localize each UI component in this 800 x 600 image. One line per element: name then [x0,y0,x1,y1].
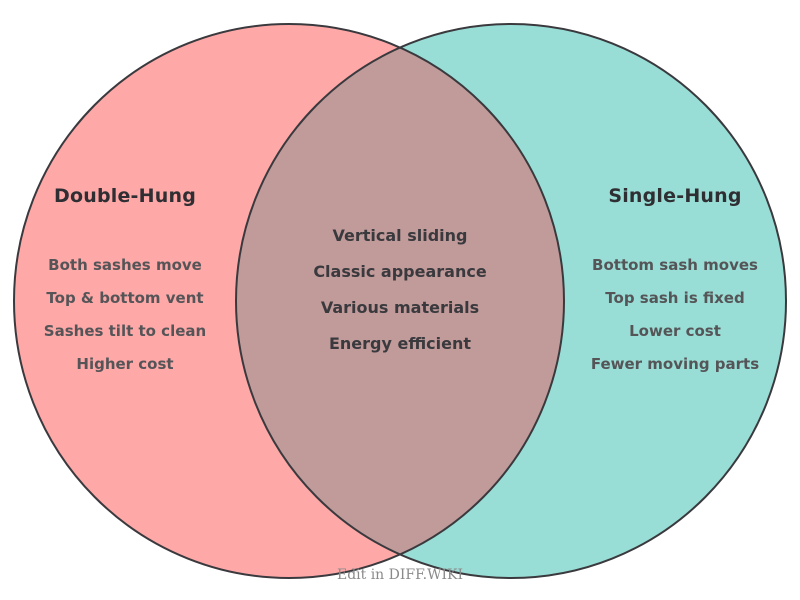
venn-left-item-list: Both sashes move Top & bottom vent Sashe… [18,255,232,373]
venn-right-item: Lower cost [629,321,721,340]
venn-right-item-list: Bottom sash moves Top sash is fixed Lowe… [568,255,782,373]
venn-center-region[interactable]: Vertical sliding Classic appearance Vari… [285,228,515,372]
venn-left-region[interactable]: Double-Hung Both sashes move Top & botto… [18,186,232,390]
venn-left-item: Higher cost [76,354,174,373]
venn-center-item: Energy efficient [328,334,472,353]
venn-left-item: Sashes tilt to clean [43,321,207,340]
venn-circle-left-outline [13,23,565,579]
venn-center-item-list: Vertical sliding Classic appearance Vari… [285,228,515,352]
venn-circle-right-outline [235,23,787,579]
venn-left-item: Top & bottom vent [46,288,204,307]
edit-in-diff-wiki-link[interactable]: Edit in DIFF.WIKI [336,567,464,583]
venn-center-item: Vertical sliding [332,226,468,245]
venn-left-title: Double-Hung [54,185,196,207]
venn-overlap-region[interactable] [236,24,786,578]
venn-right-title: Single-Hung [608,185,742,207]
venn-left-item: Both sashes move [48,255,202,274]
venn-right-item: Bottom sash moves [592,255,758,274]
venn-center-item: Classic appearance [313,262,487,281]
venn-right-item: Top sash is fixed [605,288,745,307]
venn-right-region[interactable]: Single-Hung Bottom sash moves Top sash i… [568,186,782,390]
venn-center-item: Various materials [320,298,480,317]
venn-right-item: Fewer moving parts [590,354,760,373]
